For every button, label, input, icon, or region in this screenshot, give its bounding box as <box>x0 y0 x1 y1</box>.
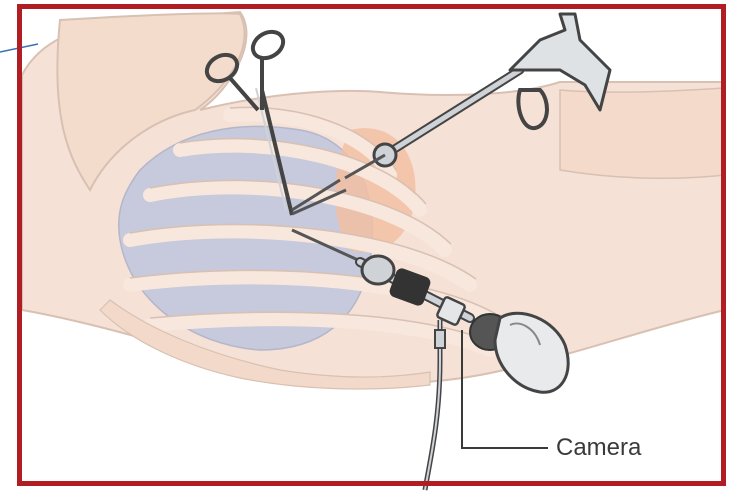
scope-trocar <box>362 256 394 284</box>
camera-label: Camera <box>556 434 641 462</box>
cable-connector <box>435 330 445 348</box>
forceps-ring-right <box>248 27 288 64</box>
edge-line-fragment <box>0 44 38 52</box>
flank <box>560 88 725 178</box>
